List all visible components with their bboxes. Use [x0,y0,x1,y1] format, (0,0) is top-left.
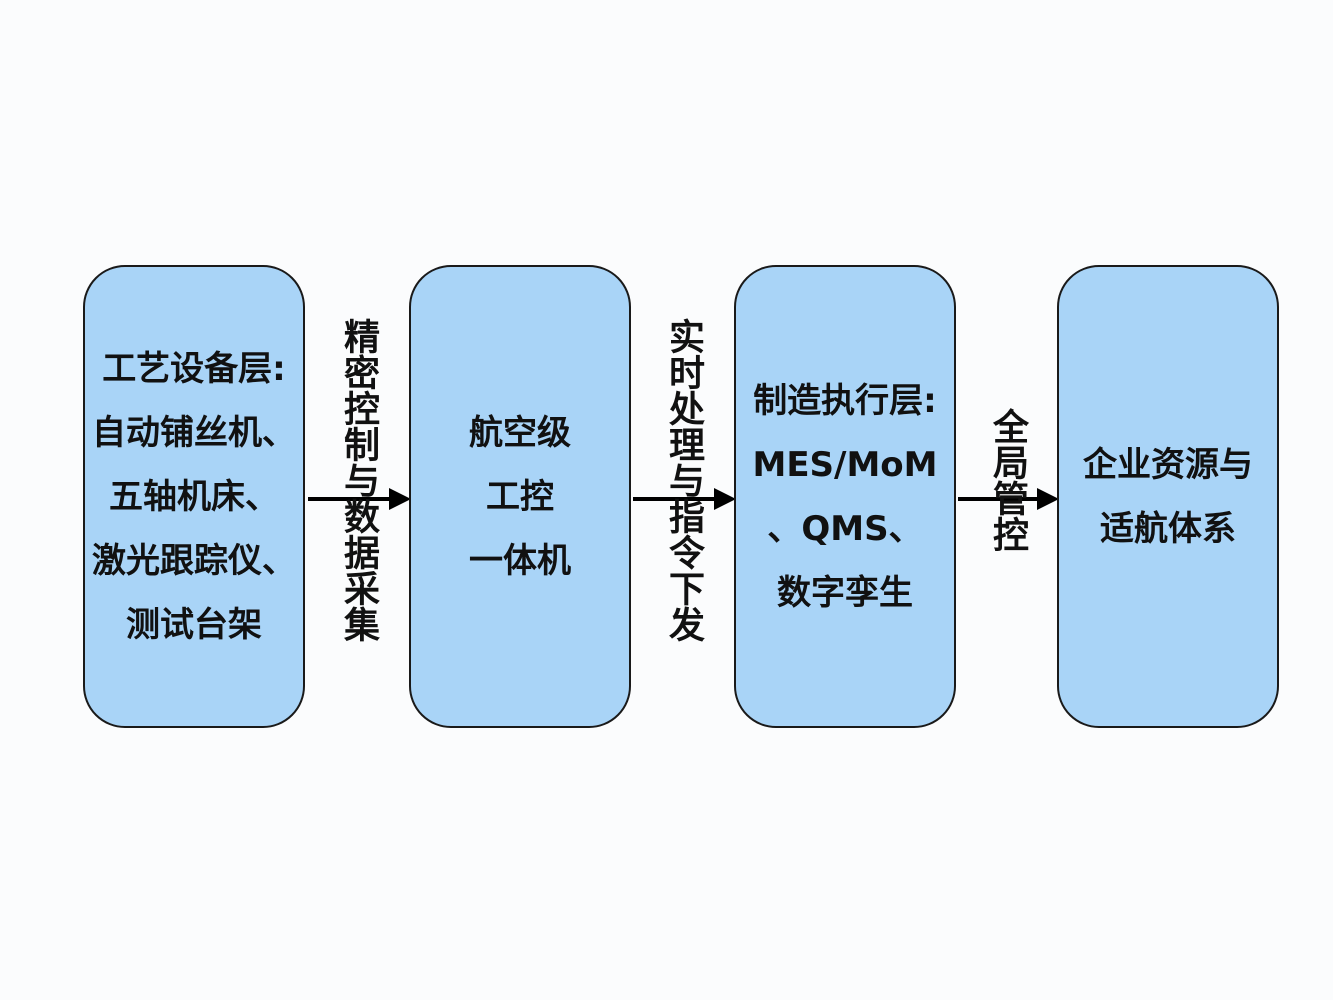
box-text-line: MES/MoM [752,444,938,485]
box-text-line: 工艺设备层: [102,348,286,389]
arrow-head [714,488,736,510]
arrow-head [1037,488,1059,510]
box-text-line: 企业资源与 [1083,444,1253,485]
enterprise-resource-box: 企业资源与 适航体系 [1057,265,1279,728]
box-text-line: 自动铺丝机、 [92,412,296,453]
box-text-line: 适航体系 [1100,508,1236,549]
box-text-line: 激光跟踪仪、 [92,540,296,581]
arrow-shaft [958,497,1040,501]
box-text-line: 制造执行层: [753,380,937,421]
arrow-head [389,488,411,510]
box-text-line: 航空级 [469,412,571,453]
industrial-pc-box: 航空级 工控 一体机 [409,265,631,728]
box-text-line: 一体机 [469,540,571,581]
manufacturing-execution-layer-box: 制造执行层: MES/MoM 、QMS、 数字孪生 [734,265,956,728]
arrow-1-label: 精密控制与数据采集 [338,318,379,642]
arrow-1 [308,488,411,510]
arrow-2-label: 实时处理与指令下发 [663,318,704,642]
arrow-3 [958,488,1059,510]
arrow-2 [633,488,736,510]
process-equipment-layer-box: 工艺设备层: 自动铺丝机、 五轴机床、 激光跟踪仪、 测试台架 [83,265,305,728]
box-text-line: 数字孪生 [777,572,913,613]
arrow-shaft [633,497,717,501]
box-text-line: 、QMS、 [767,508,923,549]
arrow-3-label: 全局管控 [987,408,1028,552]
box-text-line: 工控 [486,476,554,517]
box-text-line: 测试台架 [126,604,262,645]
box-text-line: 五轴机床、 [109,476,279,517]
arrow-shaft [308,497,392,501]
